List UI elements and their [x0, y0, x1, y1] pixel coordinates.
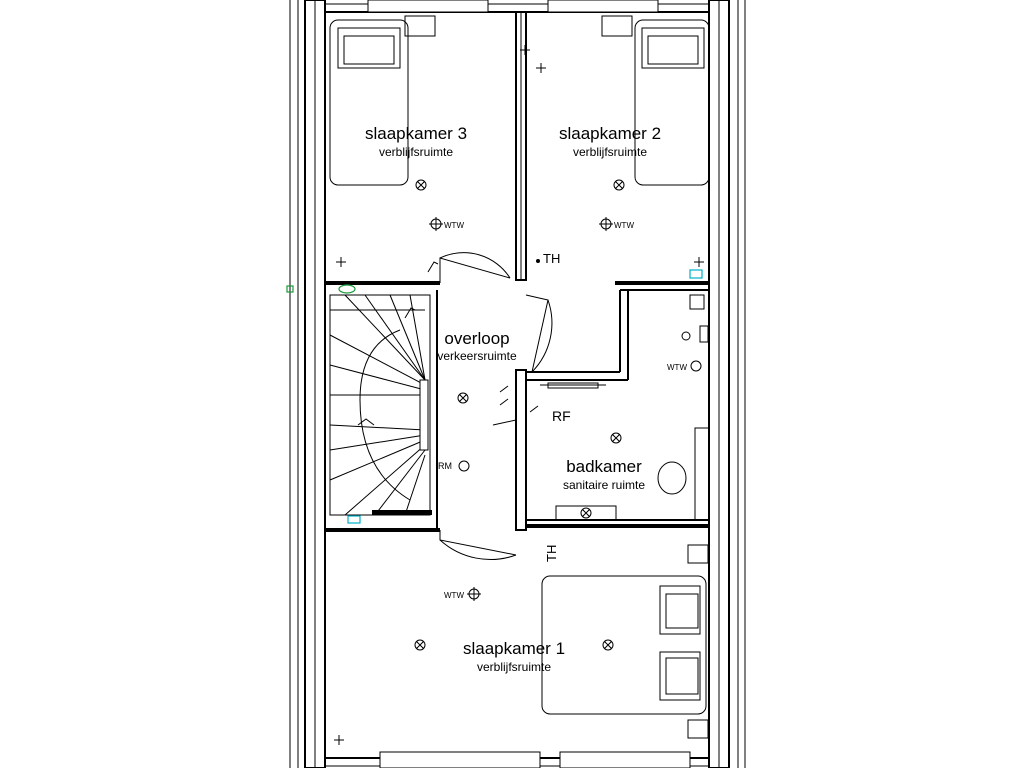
smoke-detector-icon	[458, 460, 470, 472]
switch-icon	[499, 385, 509, 406]
socket-icon	[520, 45, 530, 55]
wtw-label: WTW	[444, 221, 464, 230]
wtw-label: WTW	[444, 591, 464, 600]
wtw-symbols: WTW WTW WTW WTW	[429, 217, 702, 601]
socket-icon	[694, 257, 704, 267]
ventilation-icon: WTW	[444, 587, 481, 601]
ventilation-icon: WTW	[429, 217, 464, 231]
switch-icon	[404, 307, 416, 319]
room-name-bathroom: badkamer	[566, 457, 642, 476]
socket-icon	[336, 257, 346, 267]
smoke-detector-label: RM	[438, 461, 452, 471]
room-name-bedroom2: slaapkamer 2	[559, 124, 661, 143]
room-name-bedroom3: slaapkamer 3	[365, 124, 467, 143]
room-type-bedroom3: verblijfsruimte	[379, 145, 453, 159]
ceiling-light-icon	[414, 639, 426, 651]
ceiling-light-icon	[613, 179, 625, 191]
room-type-bedroom1: verblijfsruimte	[477, 660, 551, 674]
switch-icon	[427, 261, 439, 273]
room-type-landing: verkeersruimte	[437, 349, 517, 363]
exterior-walls	[289, 0, 746, 768]
ceiling-light-icon	[457, 392, 469, 404]
ceiling-light-icon	[602, 639, 614, 651]
thermostat-icon	[536, 259, 540, 263]
wall-light-icon	[580, 507, 592, 519]
ceiling-lights	[414, 179, 625, 651]
electrical-symbols	[334, 45, 704, 745]
ceiling-light-icon	[610, 432, 622, 444]
interior-walls	[325, 11, 709, 532]
socket-icon	[536, 63, 546, 73]
bed-bedroom2	[601, 15, 710, 186]
wtw-label: WTW	[614, 221, 634, 230]
ceiling-light-icon	[415, 179, 427, 191]
switch-icon	[529, 405, 539, 413]
thermostat-label: TH	[544, 545, 559, 562]
ventilation-icon: WTW	[599, 217, 634, 231]
socket-icon	[681, 331, 691, 341]
rf-label: RF	[552, 408, 571, 424]
room-type-bathroom: sanitaire ruimte	[563, 478, 645, 492]
bed-bedroom3	[329, 15, 436, 186]
room-type-bedroom2: verblijfsruimte	[573, 145, 647, 159]
staircase	[329, 294, 432, 516]
room-name-landing: overloop	[444, 329, 509, 348]
room-name-bedroom1: slaapkamer 1	[463, 639, 565, 658]
ventilation-icon: WTW	[667, 360, 702, 372]
bed-bedroom1	[541, 544, 709, 739]
thermostat-label: TH	[543, 251, 560, 266]
socket-icon	[334, 735, 344, 745]
bathroom-fixtures	[555, 294, 710, 521]
wtw-label: WTW	[667, 363, 687, 372]
markers	[286, 269, 703, 524]
doors	[439, 252, 606, 560]
